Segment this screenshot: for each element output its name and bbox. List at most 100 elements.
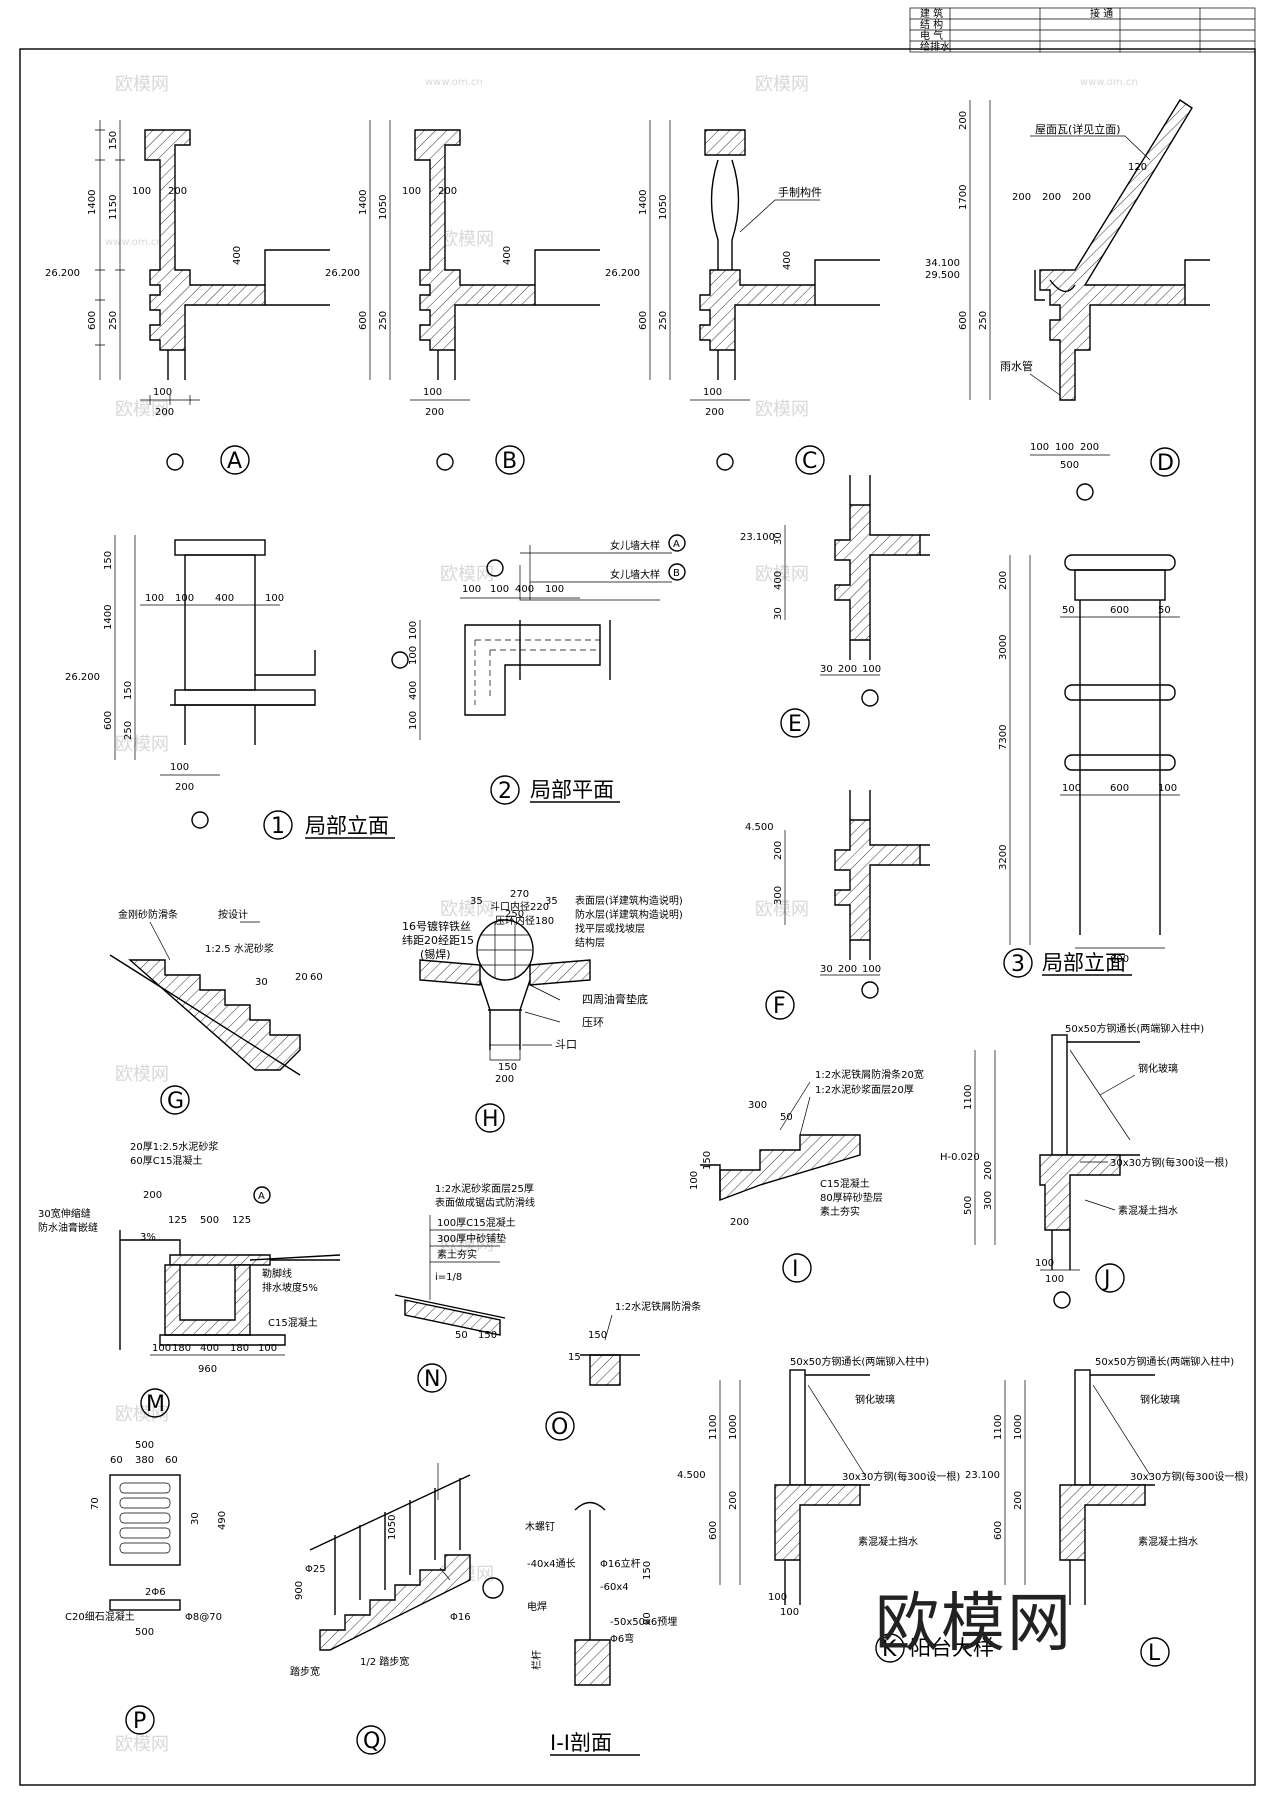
detail-h-roof-drain: 270 斗口内径220 压环内径180 35 35 250 16号镀锌铁丝 纬距… <box>402 889 683 1133</box>
detail-label: C <box>802 449 817 474</box>
dim-text: 500 <box>200 1215 219 1226</box>
detail-label: D <box>1157 451 1174 476</box>
dim-text: 600 <box>103 711 114 730</box>
annotation-text: 100厚C15混凝土 <box>437 1216 516 1229</box>
dim-text: 200 <box>1042 192 1061 203</box>
annotation-text: (锡焊) <box>420 947 451 961</box>
dim-text: 600 <box>958 311 969 330</box>
watermark-text: 欧模网 <box>440 899 494 920</box>
annotation-text: 素土夯实 <box>820 1205 860 1218</box>
dim-text: 200 <box>773 841 784 860</box>
dim-text: 100 <box>153 387 172 398</box>
watermark-url: www.om.cn <box>425 77 483 88</box>
dim-text: 100 <box>423 387 442 398</box>
dim-text: 250 <box>108 311 119 330</box>
dim-text: 200 <box>838 664 857 675</box>
detail-label: A <box>227 449 242 474</box>
annotation-text: 表面做成锯齿式防滑线 <box>435 1196 535 1209</box>
annotation-text: 60厚C15混凝土 <box>130 1154 202 1167</box>
dim-text: 30 <box>820 664 833 675</box>
detail-label: Q <box>363 1729 380 1754</box>
dim-text: 200 <box>838 964 857 975</box>
annotation-text: 50x50方钢通长(两端铆入柱中) <box>1065 1022 1204 1035</box>
elevation-mark: 26.200 <box>325 268 360 279</box>
title-row-3: 电 气 <box>920 29 943 42</box>
dim-text: 100 <box>132 186 151 197</box>
detail-label: J <box>1102 1267 1111 1292</box>
dim-text: 200 <box>425 407 444 418</box>
annotation-text: 素混凝土挡水 <box>858 1535 918 1548</box>
annotation-text: 女儿墙大样 <box>610 539 660 552</box>
dim-text: 200 <box>1080 442 1099 453</box>
dim-text: 35 <box>545 896 558 907</box>
annotation-text: 20厚1:2.5水泥砂浆 <box>130 1140 218 1153</box>
dim-text: 100 <box>402 186 421 197</box>
annotation-text: C15混凝土 <box>820 1177 870 1190</box>
title-row-1: 建 筑 <box>920 7 943 20</box>
dim-text: 35 <box>470 896 483 907</box>
dim-text: 100 <box>1045 1274 1064 1285</box>
annotation-text: 1:2水泥铁屑防滑条 <box>615 1300 701 1313</box>
watermark-text: 欧模网 <box>115 1064 169 1085</box>
annotation-text: 纬距20经距15 <box>402 934 474 947</box>
detail-q-railing: 900 1050 Φ25 Φ16 踏步宽 1/2 踏步宽 Q <box>290 1463 504 1755</box>
annotation-text: 防水层(详建筑构造说明) <box>575 908 683 921</box>
dim-text: 100 <box>145 593 164 604</box>
caption-number: 2 <box>498 779 512 804</box>
dim-text: 20 <box>295 972 308 983</box>
dim-text: 900 <box>294 1581 305 1600</box>
dim-text: 60 <box>310 972 323 983</box>
annotation-text: 3% <box>140 1232 156 1243</box>
dim-text: 200 <box>728 1491 739 1510</box>
dim-text: 200 <box>495 1074 514 1085</box>
annotation-text: -40x4通长 <box>527 1558 576 1570</box>
detail-c: 1400 1050 600 250 手制构件 400 26.200 100 20… <box>605 120 880 475</box>
dim-text: 15 <box>568 1352 581 1363</box>
dim-text: 3000 <box>998 635 1009 660</box>
annotation-text: 50x50方钢通长(两端铆入柱中) <box>1095 1355 1234 1368</box>
watermark-url: www.om.cn <box>1080 77 1138 88</box>
dim-text: 600 <box>1110 783 1129 794</box>
dim-text: 100 <box>265 593 284 604</box>
dim-text: 1100 <box>963 1085 974 1110</box>
annotation-text: 1/2 踏步宽 <box>360 1655 409 1668</box>
dim-text: 250 <box>505 909 524 920</box>
annotation-text: 素混凝土挡水 <box>1138 1535 1198 1548</box>
title-header: 接 通 <box>1090 7 1113 20</box>
detail-d: 200 1700 600 250 200 200 200 120 屋面瓦(详见立… <box>925 99 1210 501</box>
caption-title: 局部平面 <box>530 778 614 802</box>
watermark-layer: 欧模网 www.om.cn 欧模网 www.om.cn 欧模网 www.om.c… <box>105 74 1138 1755</box>
dim-text: 600 <box>87 311 98 330</box>
detail-e: 23.100 30 400 30 30 200 100 E <box>740 475 930 738</box>
elevation-mark: 23.100 <box>740 532 775 543</box>
dim-text: 250 <box>378 311 389 330</box>
dim-text: 1100 <box>993 1415 1004 1440</box>
annotation-text: 压环 <box>582 1016 604 1029</box>
dim-text: 400 <box>200 1343 219 1354</box>
annotation-text: 压环内径180 <box>495 914 554 927</box>
detail-label: P <box>133 1709 146 1734</box>
annotation-text: i=1/8 <box>435 1272 462 1283</box>
dim-text: 1400 <box>358 190 369 215</box>
dim-text: 200 <box>1013 1491 1024 1510</box>
detail-i-steps: 1:2水泥铁屑防滑条20宽 1:2水泥砂浆面层20厚 C15混凝土 80厚碎砂垫… <box>689 1068 924 1283</box>
dim-text: 100 <box>862 964 881 975</box>
annotation-text: 排水坡度5% <box>262 1281 318 1294</box>
annotation-text: 素混凝土挡水 <box>1118 1204 1178 1217</box>
dim-text: 3200 <box>998 845 1009 870</box>
dim-text: 1050 <box>387 1515 398 1540</box>
annotation-text: 1:2水泥铁屑防滑条20宽 <box>815 1068 924 1081</box>
dim-text: 600 <box>993 1521 1004 1540</box>
watermark-text: 欧模网 <box>115 1734 169 1755</box>
dim-text: 70 <box>90 1497 101 1510</box>
dim-text: 150 <box>642 1561 653 1580</box>
annotation-text: -60x4 <box>600 1582 629 1593</box>
detail-label: B <box>673 568 680 579</box>
elevation-mark: 26.200 <box>605 268 640 279</box>
detail-label: G <box>167 1089 184 1114</box>
annotation-text: C15混凝土 <box>268 1316 318 1329</box>
dim-text: 200 <box>155 407 174 418</box>
elevation-mark: H-0.020 <box>940 1152 980 1163</box>
watermark-text: 欧模网 <box>755 399 809 420</box>
